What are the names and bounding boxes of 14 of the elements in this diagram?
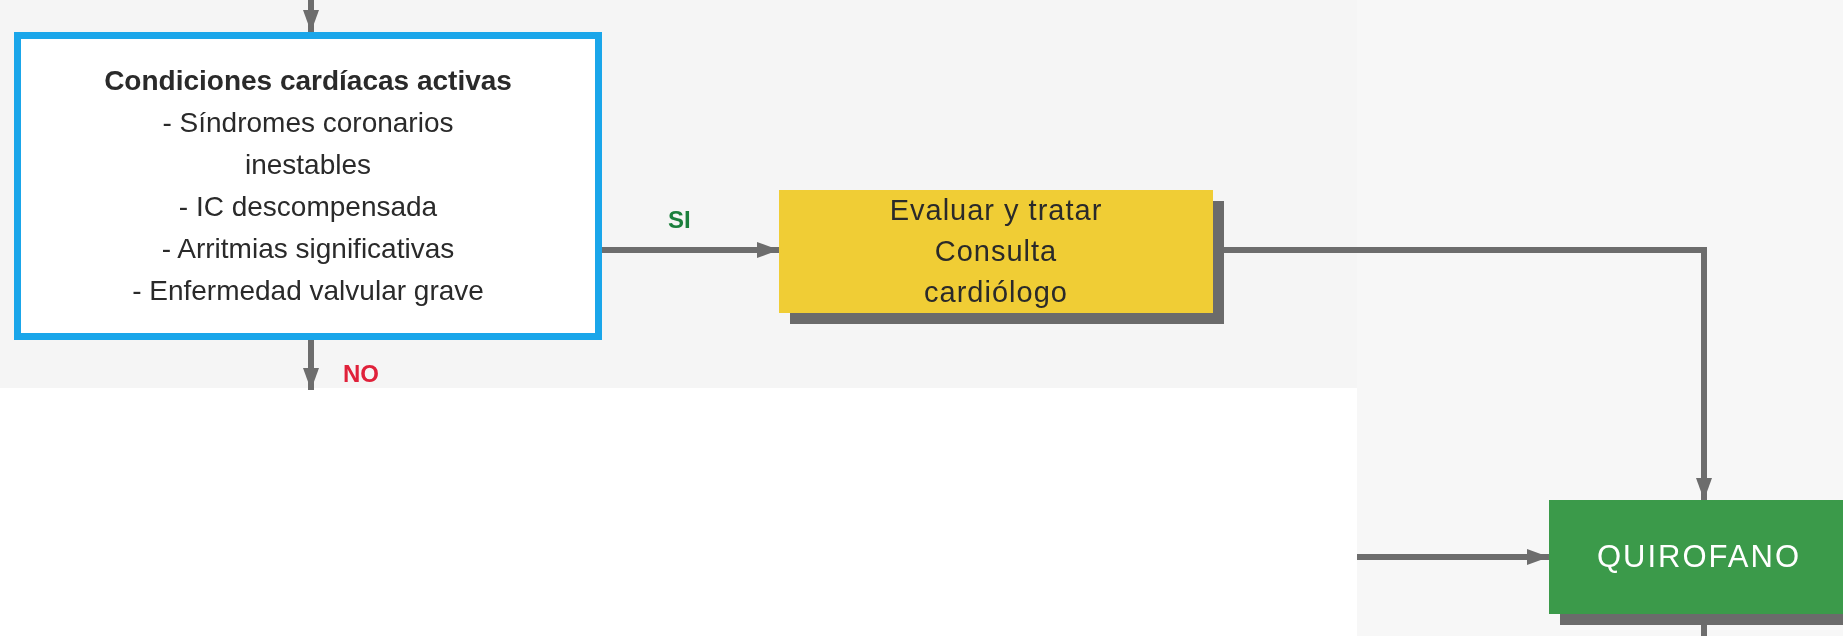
edge-label: SI	[667, 206, 692, 234]
arrow	[1357, 549, 1549, 565]
edge-label: NO	[342, 360, 380, 388]
condition-box	[14, 32, 602, 340]
box-text: Evaluar y tratar Consulta cardiólogo	[888, 193, 1104, 310]
box-text: QUIROFANO	[1597, 539, 1801, 575]
box-text: - Enfermedad valvular grave	[132, 274, 484, 308]
arrow	[602, 242, 779, 258]
arrow	[303, 340, 319, 390]
box-text: - IC descompensada	[178, 190, 438, 224]
arrow	[303, 0, 319, 32]
box-text: - Arritmias significativas	[161, 232, 455, 266]
box-heading: Condiciones cardíacas activas	[104, 64, 512, 98]
box-text: - Síndromes coronarios inestables	[161, 106, 455, 182]
